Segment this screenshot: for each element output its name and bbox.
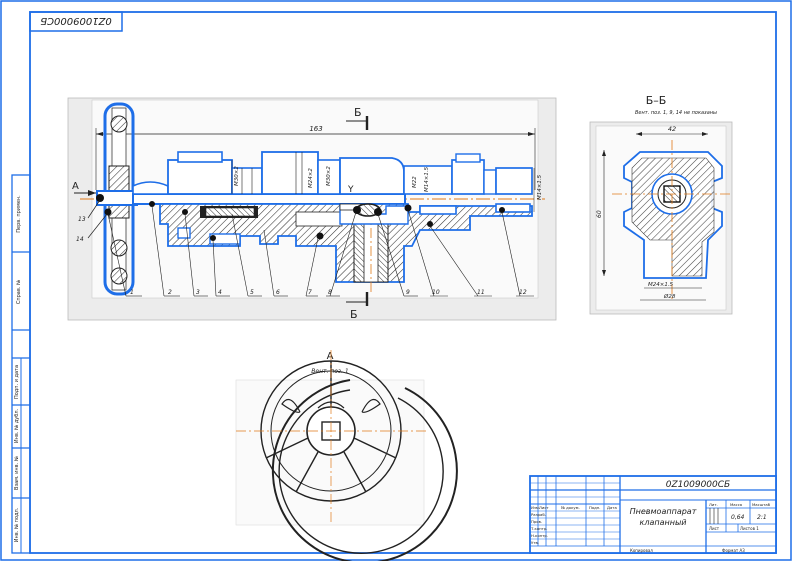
tb-name-line1: Пневмоаппарат: [630, 507, 697, 516]
strip-label-1: Перв. примен.: [16, 195, 22, 233]
tb-nkontr: Н.контр.: [531, 533, 548, 538]
callout-4: 4: [218, 289, 222, 296]
section-view-bb: Б–Б Вент. поз. 1, 9, 14 не показаны 42 6…: [589, 94, 733, 315]
title-block: Изм. Лист № докум. Подп. Дата Разраб. Пр…: [529, 475, 777, 554]
top-stamp: 0Z1009000CБ: [29, 11, 123, 32]
dim-thread-3: M30×2: [326, 166, 332, 186]
view-arrow-a: А: [72, 181, 96, 196]
view-a-title: А: [327, 351, 334, 362]
tb-lit-header: Лит.: [709, 502, 718, 507]
valve-body-lower-section: [149, 201, 533, 292]
callout-12: 12: [519, 289, 527, 296]
callout-1: 1: [130, 289, 134, 296]
strip-label-3: Подп. и дата: [14, 365, 20, 399]
tb-mass-header: Масса: [730, 502, 742, 507]
dim-thread-4: M22: [412, 176, 418, 188]
thread-dimensions: M30×2 M24×2 M30×2 M22 M14×1.5 M14×1.5 Y: [231, 160, 543, 212]
spindle: [132, 193, 406, 205]
dim-thread-5: M14×1.5: [424, 166, 430, 192]
tb-sheets: Листов 1: [740, 526, 759, 531]
callout-numbers: 1 2 3 4 5 6 7 8 9 10 11 12: [126, 289, 534, 297]
callout-6: 6: [276, 289, 280, 296]
y-mark: Y: [347, 185, 354, 195]
tb-sheet: Лист: [709, 526, 720, 531]
tb-copy: Копировал: [630, 548, 653, 553]
spindle-collar: [132, 181, 169, 195]
callout-7: 7: [308, 289, 312, 296]
tb-utv: Утв.: [531, 540, 539, 545]
view-arrow-a-letter: А: [72, 181, 79, 192]
tb-podp: Подп.: [589, 505, 601, 510]
valve-body-upper: [167, 151, 533, 195]
section-bb-dim-top: 42: [668, 125, 676, 133]
tb-list: Лист: [539, 505, 549, 510]
section-letter-bottom: Б: [350, 308, 358, 321]
strip-label-2: Справ. №: [16, 279, 22, 304]
top-stamp-text: 0Z1009000CБ: [40, 15, 112, 26]
section-bb-title: Б–Б: [646, 94, 667, 107]
section-letter-top: Б: [354, 106, 362, 119]
callout-8: 8: [328, 289, 332, 296]
callout-3: 3: [196, 289, 200, 296]
tb-doc: № докум.: [561, 505, 580, 510]
section-bb-dim-bottom1: M24×1.5: [648, 282, 674, 288]
section-bb-dim-bottom2: Ø28: [663, 293, 676, 300]
dimension-overall-text: 163: [309, 125, 322, 133]
dim-thread-6: M14×1.5: [537, 174, 543, 200]
tb-prov: Пров.: [531, 519, 542, 524]
dimension-overall: 163: [95, 125, 536, 190]
left-side-strip: Перв. примен. Справ. № Подп. и дата Инв.…: [11, 174, 31, 554]
callout-5: 5: [250, 289, 254, 296]
tb-razrab: Разраб.: [531, 512, 546, 517]
section-bb-dim-left: 60: [596, 210, 603, 218]
tb-mass-value: 0,64: [731, 514, 745, 521]
main-assembly-view: Б Б 163: [67, 97, 557, 321]
callout-10: 10: [432, 289, 440, 296]
section-mark-bottom: Б: [346, 292, 369, 321]
callout-9: 9: [406, 289, 410, 296]
tb-scale-header: Масштаб: [752, 502, 771, 507]
strip-label-6: Инв. № подл.: [14, 507, 20, 542]
leader-14: 14: [76, 236, 84, 243]
tb-izm: Изм.: [531, 505, 540, 510]
callout-11: 11: [477, 289, 485, 296]
tb-data: Дата: [607, 505, 617, 510]
callout-2: 2: [168, 289, 172, 296]
tb-scale-value: 2:1: [757, 514, 767, 521]
tb-designation: 0Z1009000CБ: [666, 480, 730, 490]
tb-name-line2: клапанный: [640, 518, 687, 527]
section-bb-subtitle: Вент. поз. 1, 9, 14 не показаны: [635, 110, 717, 116]
strip-label-5: Взам. инв. №: [14, 455, 20, 490]
callout-leaders: [107, 205, 521, 297]
left-leaders: 13 14: [76, 199, 108, 243]
view-a-handwheel: А Вент. поз. 1: [235, 350, 458, 561]
leader-13: 13: [78, 216, 86, 223]
tb-tkontr: Т.контр.: [530, 526, 547, 531]
tb-format: Формат А3: [722, 548, 745, 553]
dim-thread-1: M30×2: [234, 166, 240, 186]
section-mark-top: Б: [346, 106, 369, 130]
strip-label-4: Инв. № дубл.: [14, 408, 20, 443]
dim-thread-2: M24×2: [308, 168, 314, 188]
